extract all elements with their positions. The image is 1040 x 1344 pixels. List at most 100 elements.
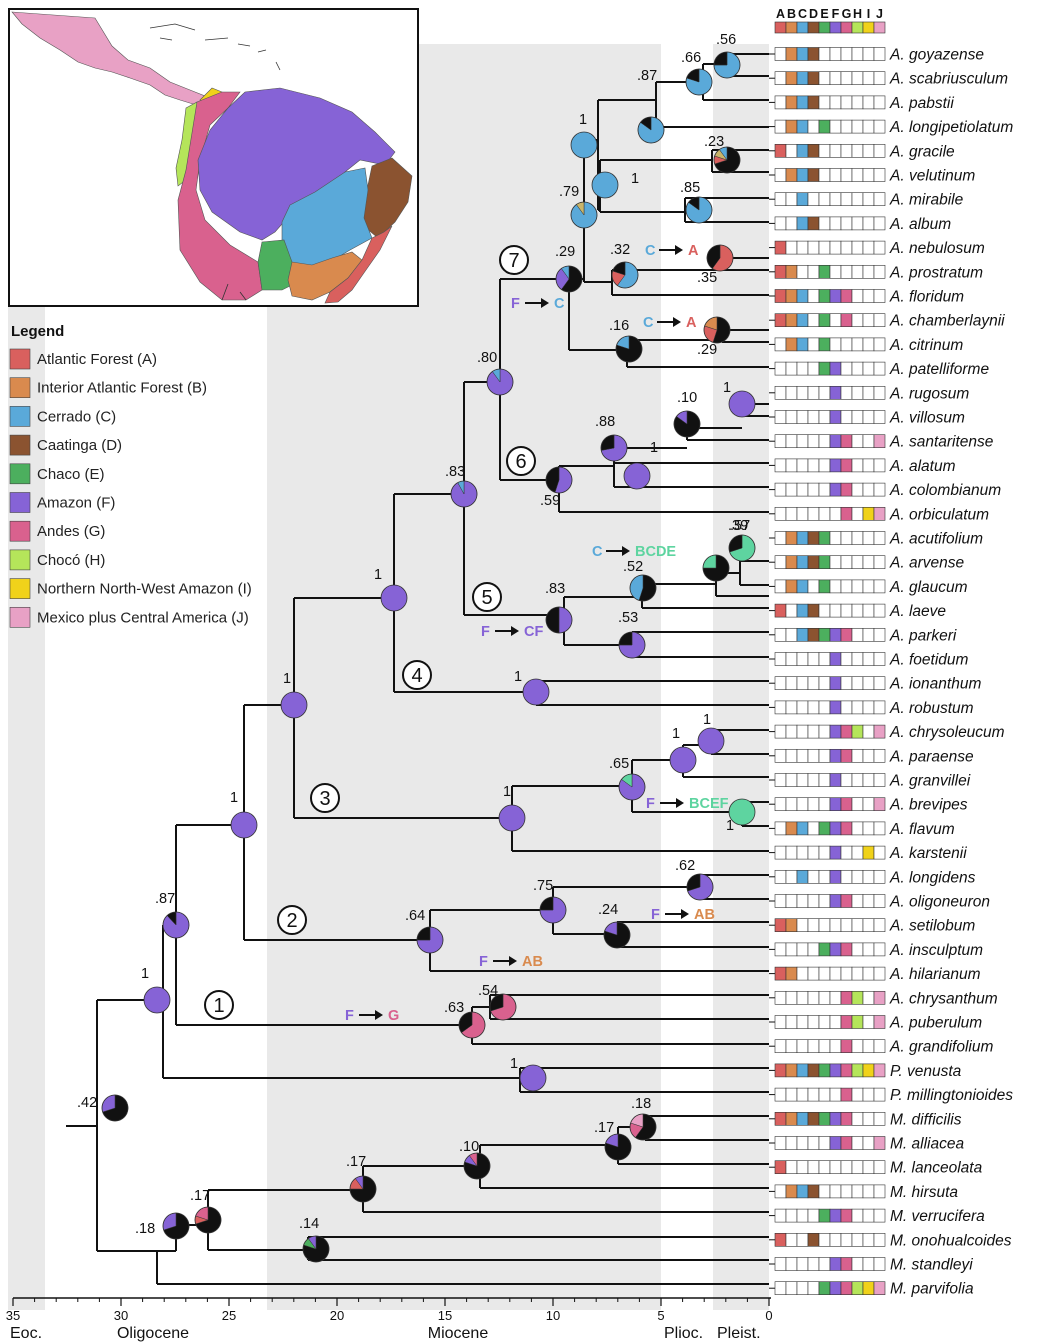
area-cell-h [851, 434, 864, 449]
area-cell-e [818, 990, 831, 1005]
area-header-swatch-d [807, 21, 820, 34]
taxon-name: A. arvense [889, 555, 964, 572]
area-cell-g [840, 966, 853, 981]
area-cell-e [818, 748, 831, 763]
clade-number-circle [499, 245, 529, 275]
area-cell-e [818, 676, 831, 691]
taxon-species: rugosum [909, 385, 969, 402]
area-cell-g [840, 700, 853, 715]
area-cell-f [829, 71, 842, 85]
clade-number: 7 [499, 245, 529, 275]
area-cell-e [818, 724, 831, 739]
area-cell-e [818, 434, 831, 449]
area-cell-d [807, 47, 820, 61]
area-cell-i [862, 1208, 875, 1223]
area-cell-g [840, 942, 853, 957]
area-cell-e [818, 1063, 831, 1078]
support-value: .87 [637, 68, 657, 84]
area-cell-b [785, 748, 798, 763]
pie-outline [539, 896, 567, 924]
taxon-species: gracile [909, 143, 955, 160]
area-cell-b [785, 531, 798, 545]
map-region-atlantic-forest [324, 225, 393, 304]
area-cell-c [796, 337, 809, 352]
area-cell-g [840, 240, 853, 255]
epoch-label: Eoc. [10, 1325, 42, 1342]
area-cell-f [829, 627, 842, 642]
area-cell-j [873, 918, 886, 933]
support-value: .52 [623, 559, 643, 575]
taxon-genus: A. [889, 700, 905, 717]
area-cell-b [785, 482, 798, 497]
area-cell-e [818, 1281, 831, 1295]
area-cell-g [840, 144, 853, 158]
area-cell-e [818, 119, 831, 134]
taxon-name: P. millingtonioides [890, 1087, 1013, 1104]
area-cell-d [807, 1160, 820, 1174]
area-cell-g [840, 192, 853, 206]
area-cell-g [840, 119, 853, 134]
area-cell-j [873, 1160, 886, 1174]
area-cell-b [785, 1136, 798, 1150]
node-pie: .83 [545, 581, 573, 634]
area-cell-a [774, 845, 787, 860]
area-cell-g [840, 676, 853, 691]
taxon-species: colombianum [909, 482, 1001, 499]
support-value: .10 [459, 1139, 479, 1155]
node-pie: .29 [697, 316, 731, 358]
node-pie: .79 [559, 184, 598, 229]
taxon-name: A. flavum [889, 821, 955, 838]
taxon-row: A. hilarianum [769, 966, 981, 983]
node-pie: .39 [702, 518, 748, 582]
taxon-name: A. ionanthum [889, 676, 981, 693]
clade-number: 4 [402, 660, 432, 690]
area-cell-a [774, 821, 787, 836]
area-cell-g [840, 289, 853, 303]
area-cell-b [785, 1208, 798, 1223]
area-cell-c [796, 1281, 809, 1295]
area-cell-e [818, 966, 831, 981]
taxon-name: A. colombianum [889, 482, 1001, 499]
taxon-name: A. nebulosum [889, 240, 985, 257]
area-cell-d [807, 337, 820, 352]
area-cell-g [840, 773, 853, 787]
area-cell-b [785, 966, 798, 981]
area-cell-i [862, 748, 875, 763]
area-cell-a [774, 942, 787, 957]
area-cell-h [851, 264, 864, 279]
pie-outline [728, 534, 756, 562]
area-cell-f [829, 119, 842, 134]
area-cell-e [818, 458, 831, 473]
area-cell-e [818, 1087, 831, 1102]
area-cell-f [829, 1184, 842, 1199]
arrow-head-icon [681, 909, 689, 919]
area-cell-b [785, 942, 798, 957]
area-cell-f [829, 385, 842, 400]
node-pie: 1 [697, 712, 725, 755]
support-value: .24 [598, 902, 618, 918]
area-cell-j [873, 361, 886, 376]
taxon-genus: A. [889, 264, 905, 281]
area-cell-f [829, 168, 842, 182]
node-pie: .14 [299, 1216, 330, 1263]
pie-outline [713, 51, 741, 79]
taxon-species: ionanthum [909, 676, 981, 693]
taxon-species: alatum [909, 458, 956, 475]
taxon-name: A. brevipes [889, 797, 968, 814]
node-pie: .18 [629, 1096, 657, 1141]
taxon-species: foetidum [909, 652, 969, 669]
area-cell-a [774, 579, 787, 594]
area-cell-g [840, 652, 853, 666]
area-cell-b [785, 773, 798, 787]
area-cell-a [774, 1233, 787, 1247]
pie-outline [416, 926, 444, 954]
taxon-row: M. parvifolia [769, 1281, 974, 1298]
area-cell-d [807, 869, 820, 884]
area-cell-j [873, 869, 886, 884]
taxon-row: M. standleyi [769, 1257, 973, 1274]
